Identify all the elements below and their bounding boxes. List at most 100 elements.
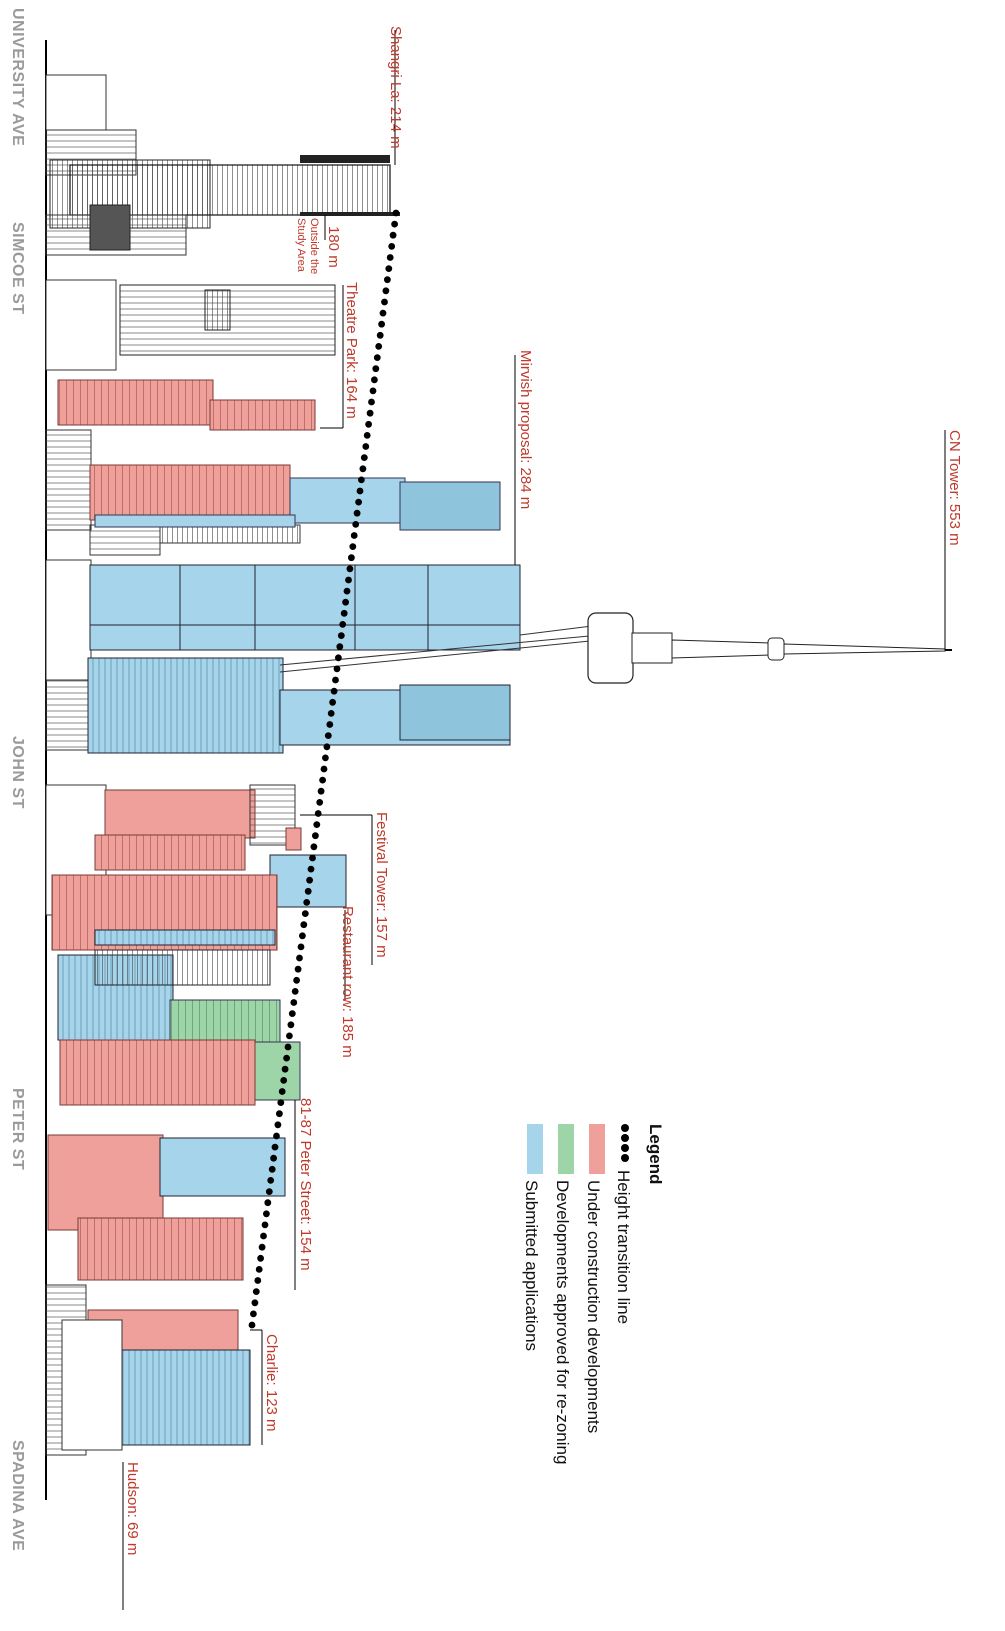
label-shangri-la: Shangri La: 214 m <box>387 26 404 149</box>
height-transition-dot <box>263 1210 270 1218</box>
height-transition-dot <box>355 498 362 506</box>
legend-swatch-submitted <box>527 1124 543 1174</box>
height-transition-dot <box>386 254 394 261</box>
legend-swatch-approved <box>558 1124 574 1174</box>
height-transition-dot <box>372 365 380 373</box>
height-transition-dot <box>373 354 381 361</box>
height-transition-dot <box>283 1054 290 1062</box>
label-outside-height: 180 m <box>325 226 342 268</box>
height-transition-dot <box>362 443 370 450</box>
height-transition-dot <box>376 331 384 339</box>
label-peter-street: 81-87 Peter Street: 154 m <box>297 1098 314 1271</box>
label-festival-tower: Festival Tower: 157 m <box>373 812 390 958</box>
height-transition-dot <box>288 1010 296 1017</box>
cn-tower <box>279 612 952 684</box>
height-transition-dot <box>358 476 365 484</box>
height-transition-dot <box>260 1232 267 1240</box>
height-transition-dot <box>324 732 332 739</box>
height-transition-dot <box>360 454 368 461</box>
street-peter-st: PETER ST <box>9 1088 26 1171</box>
street-spadina-ave: SPADINA AVE <box>9 1440 26 1552</box>
height-transition-dot <box>312 832 319 840</box>
height-transition-dot <box>319 776 326 784</box>
height-transition-dot <box>330 687 338 695</box>
height-transition-dot <box>280 1077 288 1084</box>
legend-item-approved: Developments approved for re-zoning <box>553 1180 572 1465</box>
height-transition-dot <box>337 632 345 639</box>
height-transition-dot <box>348 554 355 562</box>
height-transition-dot <box>314 810 322 817</box>
height-transition-dot <box>359 465 367 473</box>
height-transition-dot <box>257 1254 264 1262</box>
label-outside-note-1: Outside the <box>308 218 320 275</box>
height-transition-dot <box>258 1243 266 1251</box>
height-transition-dot <box>264 1199 272 1207</box>
height-transition-dot <box>339 621 347 628</box>
legend-graphics <box>527 1124 629 1174</box>
height-transition-dot <box>286 1032 293 1040</box>
street-university-ave: UNIVERSITY AVE <box>9 8 26 147</box>
height-transition-dot <box>268 1165 276 1173</box>
height-transition-dot <box>368 398 375 406</box>
height-transition-dot <box>329 698 336 706</box>
height-transition-dot <box>252 1288 260 1295</box>
street-john-st: JOHN ST <box>9 736 26 809</box>
height-transition-dot <box>250 1310 257 1318</box>
height-transition-dot <box>335 654 342 662</box>
height-transition-dot <box>388 243 396 250</box>
label-theatre-park: Theatre Park: 164 m <box>343 282 360 419</box>
height-transition-dot <box>276 1110 283 1118</box>
height-transition-dot <box>274 1121 282 1129</box>
height-transition-dot <box>296 954 303 962</box>
label-charlie: Charlie: 123 m <box>263 1334 280 1432</box>
height-transition-dot <box>271 1143 279 1151</box>
height-transition-dot <box>323 743 331 751</box>
height-transition-dot <box>333 665 341 673</box>
height-transition-dot <box>385 265 393 272</box>
existing-buildings-simcoe <box>45 279 336 751</box>
height-transition-dot <box>309 854 316 862</box>
height-transition-dot <box>353 509 361 517</box>
height-transition-line <box>248 209 400 1329</box>
height-transition-dot <box>297 943 305 951</box>
height-transition-dot <box>371 376 378 384</box>
height-transition-dot <box>294 965 302 973</box>
label-restaurant-row: Restaurant row: 185 m <box>339 906 356 1058</box>
height-transition-dot <box>287 1021 295 1029</box>
height-transition-dot <box>336 643 344 651</box>
annotation-leaders <box>122 30 946 1610</box>
height-transition-dot <box>261 1221 269 1229</box>
height-transition-dot <box>300 921 308 929</box>
height-transition-dot <box>326 721 334 728</box>
height-transition-dot <box>349 543 357 550</box>
height-transition-dot <box>254 1277 262 1284</box>
height-transition-dot <box>251 1299 259 1307</box>
height-transition-dot <box>378 320 385 328</box>
height-transition-dot <box>391 220 398 228</box>
height-transition-dot <box>284 1043 292 1051</box>
john-peter-buildings <box>45 784 347 1106</box>
height-transition-dot <box>375 343 383 350</box>
height-transition-dot <box>313 821 321 828</box>
height-transition-dot <box>343 587 351 595</box>
height-transition-dot <box>365 420 372 428</box>
height-transition-dot <box>379 309 387 317</box>
height-transition-dot <box>307 865 315 873</box>
height-transition-dot <box>381 298 388 306</box>
height-transition-dot <box>317 787 325 795</box>
height-transition-dot <box>345 576 352 584</box>
legend-item-submitted: Submitted applications <box>522 1180 541 1352</box>
label-outside-note-2: Study Area <box>295 218 307 272</box>
peter-spadina-buildings <box>45 1134 286 1456</box>
legend-item-height-line: Height transition line <box>614 1170 633 1325</box>
height-transition-dot <box>340 609 348 617</box>
height-transition-dot <box>248 1321 256 1329</box>
height-transition-dot <box>278 1088 286 1095</box>
height-transition-dot <box>255 1266 263 1273</box>
height-transition-dot <box>342 598 349 606</box>
height-transition-dot <box>332 676 339 684</box>
legend-dots-icon <box>621 1124 629 1162</box>
mirvish-buildings <box>87 477 521 754</box>
height-transition-dot <box>301 910 309 917</box>
